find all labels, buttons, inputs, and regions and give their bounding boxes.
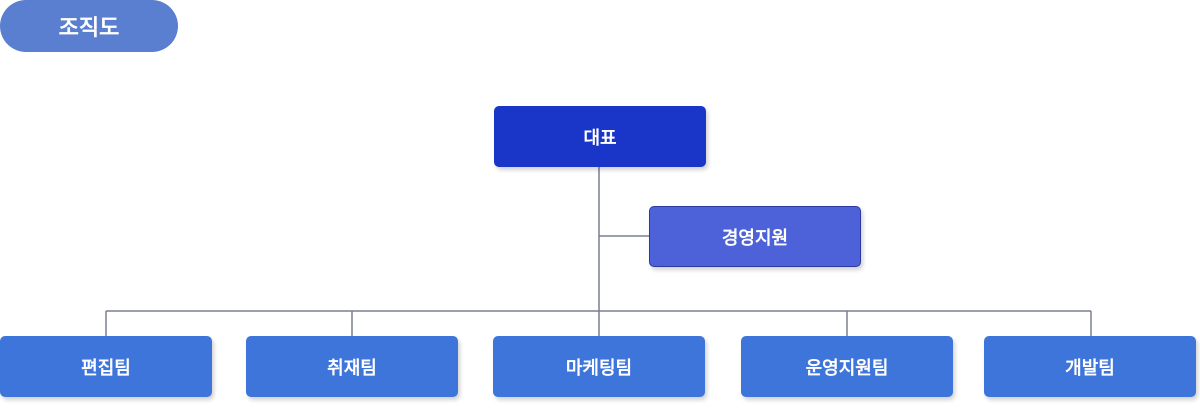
team-box-development: 개발팀 — [984, 336, 1196, 397]
org-chart-title: 조직도 — [0, 0, 178, 52]
team-box-operations-support: 운영지원팀 — [741, 336, 953, 397]
management-support-box: 경영지원 — [649, 206, 861, 267]
ceo-box: 대표 — [494, 106, 706, 167]
team-box-marketing: 마케팅팀 — [493, 336, 705, 397]
team-box-reporting: 취재팀 — [246, 336, 458, 397]
team-box-editorial: 편집팀 — [0, 336, 212, 397]
